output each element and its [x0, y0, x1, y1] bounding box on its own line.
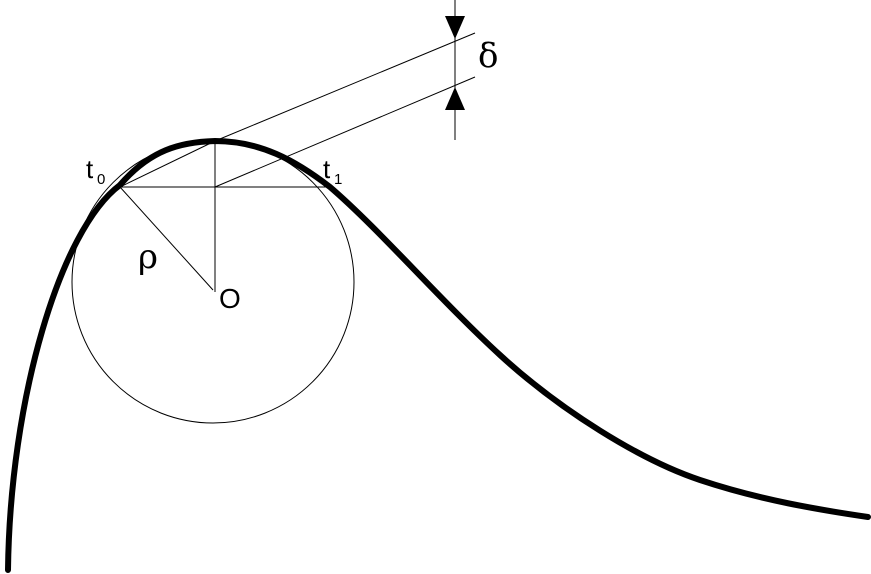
label-t1-subscript: 1 [334, 171, 342, 188]
osculating-circle [71, 140, 355, 424]
label-t0: t [86, 154, 94, 184]
lower-parallel-line [214, 76, 476, 188]
label-rho: ρ [138, 237, 158, 277]
line-t0-to-apex [119, 140, 216, 188]
delta-arrow-top-icon [445, 16, 465, 39]
upper-parallel-line [214, 32, 476, 142]
radius-rho [119, 186, 214, 291]
label-t1: t [323, 154, 331, 184]
label-delta: δ [478, 36, 498, 76]
label-center-o: O [219, 283, 241, 314]
label-t0-subscript: 0 [97, 171, 105, 188]
delta-arrow-bottom-icon [445, 87, 465, 110]
